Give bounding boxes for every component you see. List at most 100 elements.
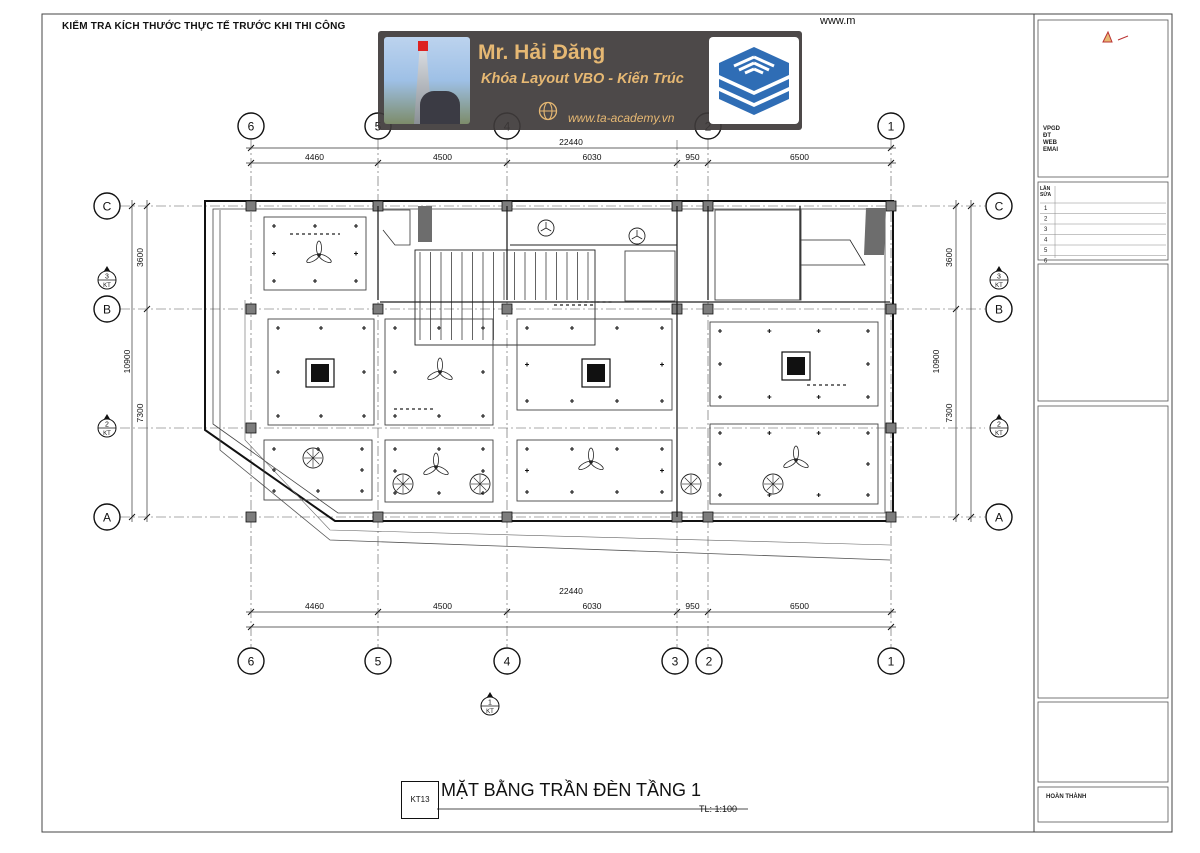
fan-hub-4	[794, 458, 798, 462]
people-silhouette	[420, 91, 460, 124]
fan-hub-0	[317, 253, 321, 257]
fan-blade-4-0	[793, 445, 799, 461]
structural-column-2	[245, 511, 257, 523]
bubble-right-C-label: C	[995, 200, 1004, 214]
exhaust-vane-0-1	[312, 451, 320, 459]
exhaust-vane-4-7	[766, 477, 774, 485]
downlight-33	[660, 362, 664, 367]
exhaust-vane-3-3	[690, 483, 698, 491]
bubble-bottom-6-circle	[237, 647, 265, 675]
downlight-9	[276, 414, 280, 418]
downlight-6	[272, 251, 276, 256]
ceiling-fan-icon-0	[306, 240, 332, 264]
downlight-74	[816, 431, 821, 435]
exhaust-vane-0-5	[306, 457, 314, 465]
section-bottom-1-sheet: KT	[486, 709, 494, 715]
structural-column-0	[245, 200, 257, 212]
fan-blade-3-0	[588, 447, 594, 463]
ceiling-fan-icon-2	[423, 452, 449, 476]
drawing-scale: TL: 1:100	[699, 804, 738, 814]
dim-label-col-1-4: 6500	[790, 601, 809, 611]
balcony-inner-line	[244, 300, 891, 546]
balcony-line	[219, 210, 891, 561]
bubble-top-1-label: 1	[888, 120, 895, 134]
downlight-25	[525, 399, 529, 403]
title-block-cell-4	[1037, 701, 1169, 783]
ceiling-panel-1	[267, 318, 375, 426]
exhaust-ring-0	[302, 447, 324, 469]
downlight-59	[481, 469, 485, 473]
dim-label-col-0-1: 4500	[433, 152, 452, 162]
tb-info-4: EMAI	[1043, 147, 1058, 153]
bubble-left-A-circle	[93, 503, 121, 531]
structural-column-4	[372, 303, 384, 315]
section-right-3-sheet: KT	[995, 283, 1003, 289]
tb-info-2: ĐT	[1043, 133, 1051, 139]
dim-label-col-0-0: 4460	[305, 152, 324, 162]
tb-finish-label: HOÀN THÀNH	[1046, 794, 1087, 800]
downlight-13	[362, 414, 366, 418]
bubble-left-B-label: B	[103, 303, 111, 317]
bubble-bottom-5-label: 5	[375, 655, 382, 669]
structural-column-19	[885, 422, 897, 434]
dim-label-total-h-0: 10900	[122, 349, 132, 373]
dim-label-col-1-1: 4500	[433, 601, 452, 611]
ceiling-panel-2	[384, 318, 494, 426]
downlight-63	[570, 490, 574, 494]
exhaust-fan-icon-3	[680, 473, 702, 495]
exhaust-vane-1-1	[402, 477, 410, 485]
exhaust-fan-icon-0	[302, 447, 324, 469]
section-right-3-arrow	[996, 266, 1002, 271]
downlight-44	[272, 447, 276, 451]
inner-wall	[212, 208, 886, 514]
bubble-bottom-3-label: 3	[672, 655, 679, 669]
downlight-50	[272, 468, 276, 472]
downlight-47	[316, 489, 320, 493]
author-banner: Mr. Hải Đăng Khóa Layout VBO - Kiến Trúc…	[378, 31, 802, 130]
exhaust-vane-2-3	[479, 483, 487, 491]
downlight-68	[525, 468, 529, 473]
exhaust-vane-0-7	[306, 451, 314, 459]
exhaust-ring-4	[762, 473, 784, 495]
downlight-18	[437, 326, 441, 330]
bubble-right-B-circle	[985, 295, 1013, 323]
downlight-64	[615, 447, 619, 451]
bubble-bottom-4-circle	[493, 647, 521, 675]
downlight-16	[393, 326, 397, 330]
downlight-26	[570, 326, 574, 330]
exhaust-vane-4-5	[766, 483, 774, 491]
downlight-22	[393, 370, 397, 374]
dim-label-row-1-1: 7300	[944, 403, 954, 422]
downlight-15	[362, 370, 366, 374]
fan-hub-2	[434, 465, 438, 469]
exhaust-vane-3-5	[684, 483, 692, 491]
website-partial: www.m	[820, 15, 856, 27]
ceiling-panels	[263, 209, 879, 505]
downlight-69	[660, 468, 664, 473]
wc-fan-icon-1	[628, 227, 646, 245]
author-name: Mr. Hải Đăng	[478, 41, 606, 64]
bubble-right-B-label: B	[995, 303, 1003, 317]
bubble-bottom-5-circle	[364, 647, 392, 675]
bubble-right-A-circle	[985, 503, 1013, 531]
ceiling-fan-icon-1	[427, 357, 453, 381]
dim-label-col-0-4: 6500	[790, 152, 809, 162]
downlight-4	[354, 224, 358, 228]
dim-label-total-h-1: 10900	[931, 349, 941, 373]
academy-logo	[709, 37, 799, 124]
stair-2-outline	[799, 239, 866, 266]
wc-fan-ring-1	[628, 227, 646, 245]
wc-fan-icon-0	[537, 219, 555, 237]
revision-row-4: 4	[1044, 238, 1048, 244]
dim-label-col-1-3: 950	[685, 601, 699, 611]
bubble-right-A-label: A	[995, 511, 1003, 525]
downlight-54	[437, 447, 441, 451]
downlight-58	[393, 469, 397, 473]
wc-fan-vane-0-2	[540, 227, 547, 232]
ceiling-panel-6	[384, 439, 494, 503]
dim-label-row-1-0: 3600	[944, 248, 954, 267]
structural-column-7	[501, 303, 513, 315]
